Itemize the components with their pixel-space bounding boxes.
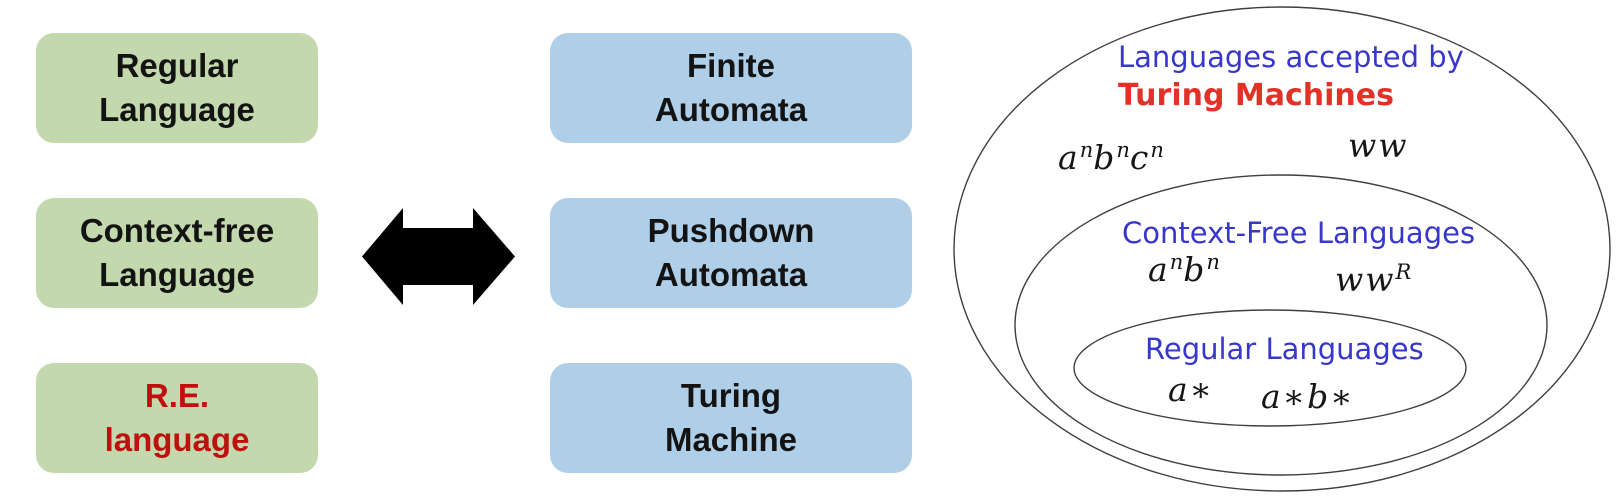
example-anbn: anbn xyxy=(1148,250,1220,289)
double-arrow-icon xyxy=(362,208,515,305)
turing-languages-title-line1: Languages accepted by xyxy=(1118,40,1464,74)
turing-languages-ellipse xyxy=(953,6,1611,492)
re-language-line1: R.E. xyxy=(144,377,210,415)
regular-language-line2: Language xyxy=(99,91,255,128)
pushdown-automata-line1: Pushdown xyxy=(647,212,815,250)
regular-languages-ellipse xyxy=(1073,309,1467,427)
example-anbncn: anbncn xyxy=(1058,138,1164,177)
pushdown-automata-line2: Automata xyxy=(654,256,808,293)
pushdown-automata-box: Pushdown Automata xyxy=(550,198,912,308)
turing-machine-line2: Machine xyxy=(664,421,798,458)
example-wwR: wwR xyxy=(1335,260,1412,299)
regular-languages-title: Regular Languages xyxy=(1145,332,1424,366)
example-a-star-b-star: a∗b∗ xyxy=(1261,377,1355,416)
turing-languages-title-line2: Turing Machines xyxy=(1118,78,1394,113)
example-a-star: a∗ xyxy=(1168,370,1215,409)
finite-automata-line2: Automata xyxy=(654,91,808,128)
regular-language-box: Regular Language xyxy=(36,33,318,143)
venn-ellipses xyxy=(953,6,1611,492)
finite-automata-box: Finite Automata xyxy=(550,33,912,143)
context-free-languages-ellipse xyxy=(1014,174,1548,476)
context-free-language-line1: Context-free xyxy=(79,212,275,250)
context-free-languages-title: Context-Free Languages xyxy=(1122,216,1476,250)
turing-machine-line1: Turing xyxy=(680,377,782,415)
context-free-language-line2: Language xyxy=(99,256,255,293)
example-ww: ww xyxy=(1348,126,1409,165)
context-free-language-box: Context-free Language xyxy=(36,198,318,308)
re-language-box: R.E. language xyxy=(36,363,318,473)
re-language-line2: language xyxy=(104,421,250,458)
finite-automata-line1: Finite xyxy=(687,47,775,85)
regular-language-line1: Regular xyxy=(115,47,239,85)
turing-machine-box: Turing Machine xyxy=(550,363,912,473)
